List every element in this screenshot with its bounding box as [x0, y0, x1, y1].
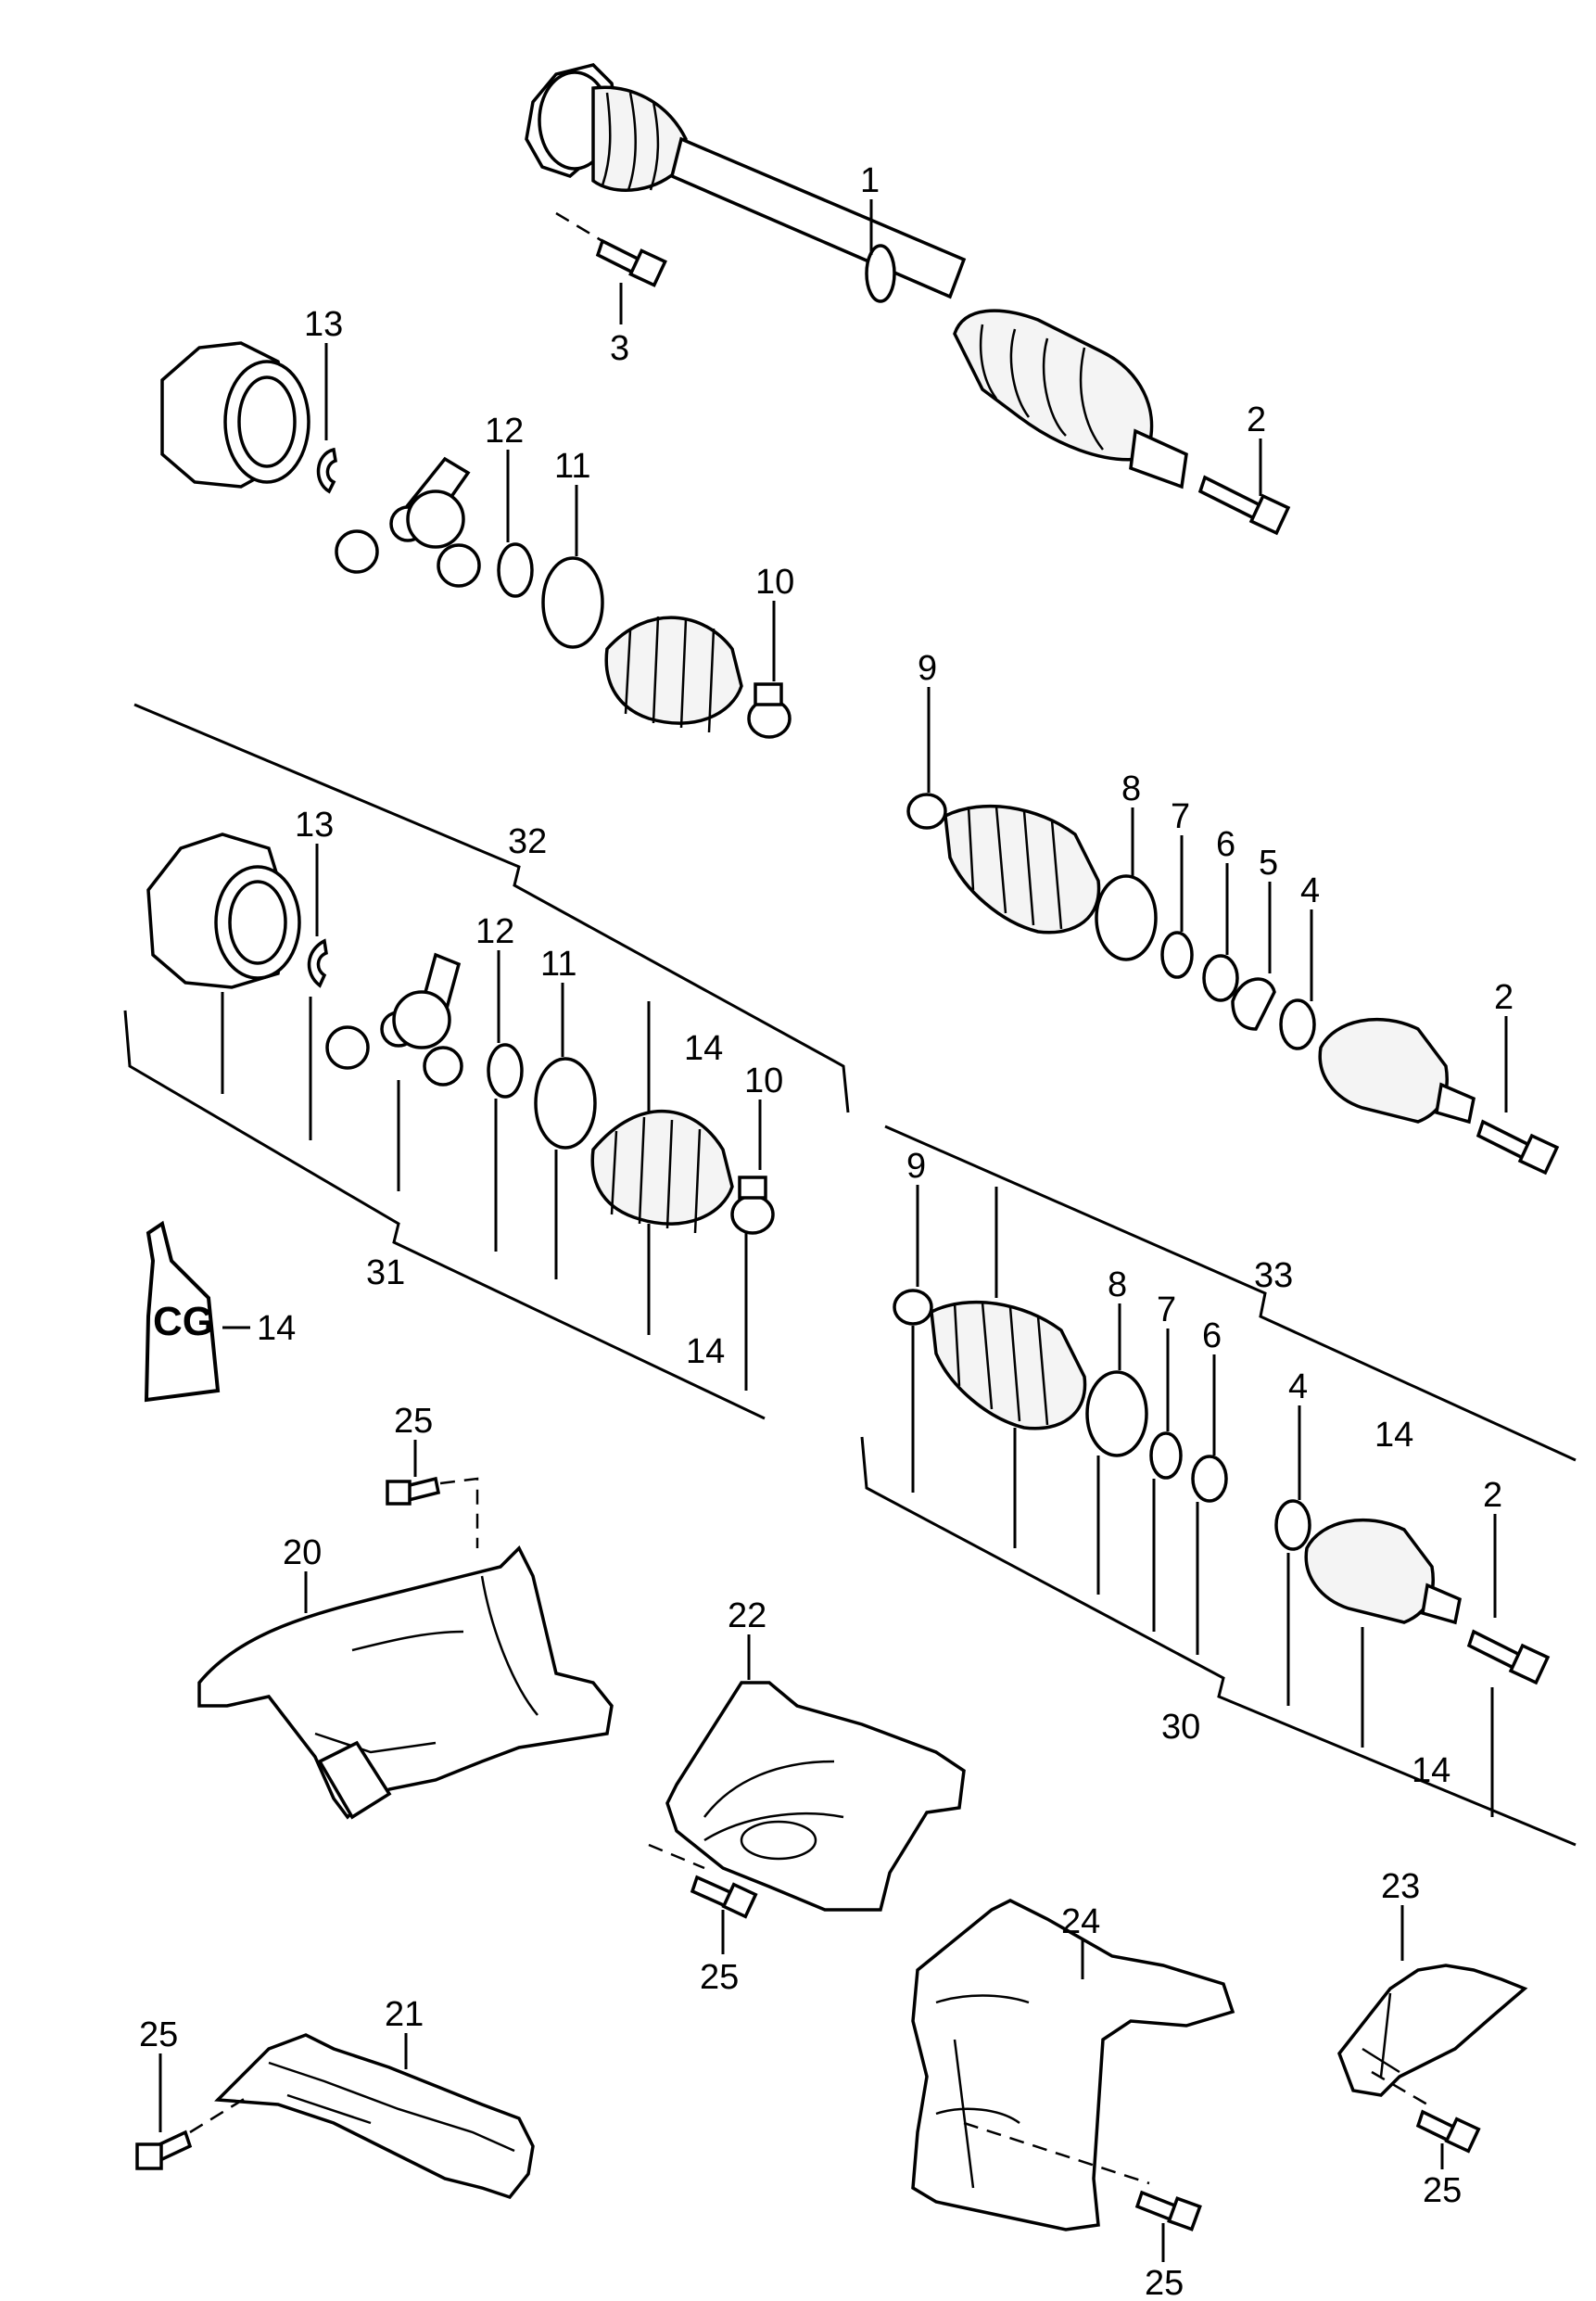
- group-32-panel: [123, 703, 850, 1420]
- label-13b: 13: [295, 806, 334, 845]
- label-31: 31: [366, 1253, 405, 1292]
- heat-shield-22: [665, 1681, 966, 1912]
- bolt-25c: [135, 2093, 251, 2170]
- bolt-3: [555, 211, 667, 287]
- label-4b: 4: [1288, 1367, 1308, 1406]
- heat-shield-23: [1337, 1964, 1528, 2097]
- label-25a: 25: [394, 1402, 433, 1441]
- label-6a: 6: [1216, 825, 1235, 864]
- label-7b: 7: [1157, 1290, 1176, 1329]
- label-25d: 25: [1145, 2264, 1184, 2301]
- outer-joint-parts-upper: [906, 793, 1560, 1176]
- label-21: 21: [385, 1995, 424, 2034]
- inner-joint-parts-upper: [160, 341, 792, 739]
- label-14e: 14: [1412, 1751, 1450, 1790]
- label-25c: 25: [139, 2015, 178, 2054]
- label-14a: 14: [684, 1029, 723, 1068]
- label-11b: 11: [540, 945, 576, 984]
- heat-shield-24: [911, 1899, 1235, 2231]
- label-9b: 9: [906, 1147, 926, 1186]
- label-22: 22: [728, 1596, 766, 1635]
- label-32: 32: [508, 822, 547, 861]
- grease-tube-text: CG: [153, 1299, 214, 1344]
- grease-tube: CG: [144, 1220, 221, 1403]
- bolt-25b: [648, 1843, 758, 1919]
- label-25e: 25: [1423, 2171, 1462, 2210]
- label-2c: 2: [1483, 1476, 1502, 1515]
- label-14d: 14: [1374, 1416, 1413, 1455]
- label-6b: 6: [1202, 1316, 1222, 1355]
- label-3: 3: [610, 329, 629, 368]
- label-8b: 8: [1108, 1265, 1127, 1304]
- label-23: 23: [1381, 1867, 1420, 1906]
- label-12a: 12: [485, 412, 524, 451]
- label-4a: 4: [1300, 871, 1320, 910]
- label-14b: 14: [686, 1332, 725, 1371]
- bolt-25e: [1371, 2070, 1481, 2154]
- label-2a: 2: [1247, 400, 1266, 439]
- label-1: 1: [860, 161, 880, 200]
- label-25b: 25: [700, 1958, 739, 1997]
- label-24: 24: [1061, 1902, 1100, 1941]
- label-8a: 8: [1121, 769, 1141, 808]
- label-10b: 10: [744, 1062, 783, 1100]
- heat-shield-20: [197, 1545, 614, 1820]
- label-20: 20: [283, 1533, 322, 1572]
- label-30: 30: [1161, 1708, 1200, 1747]
- label-13a: 13: [304, 305, 343, 344]
- label-12b: 12: [475, 912, 514, 951]
- bolt-25d: [963, 2121, 1202, 2231]
- label-11a: 11: [554, 447, 590, 486]
- label-2b: 2: [1494, 978, 1514, 1017]
- drive-shaft-assembly: [525, 63, 1291, 536]
- label-9a: 9: [918, 649, 937, 688]
- label-10a: 10: [755, 563, 794, 602]
- label-33: 33: [1254, 1256, 1293, 1295]
- label-5: 5: [1259, 844, 1278, 883]
- label-7a: 7: [1171, 797, 1190, 836]
- group-33-panel: [860, 1125, 1577, 1847]
- label-14c: 14: [257, 1309, 296, 1348]
- heat-shield-21: [214, 2033, 535, 2200]
- bolt-25a: [386, 1476, 479, 1548]
